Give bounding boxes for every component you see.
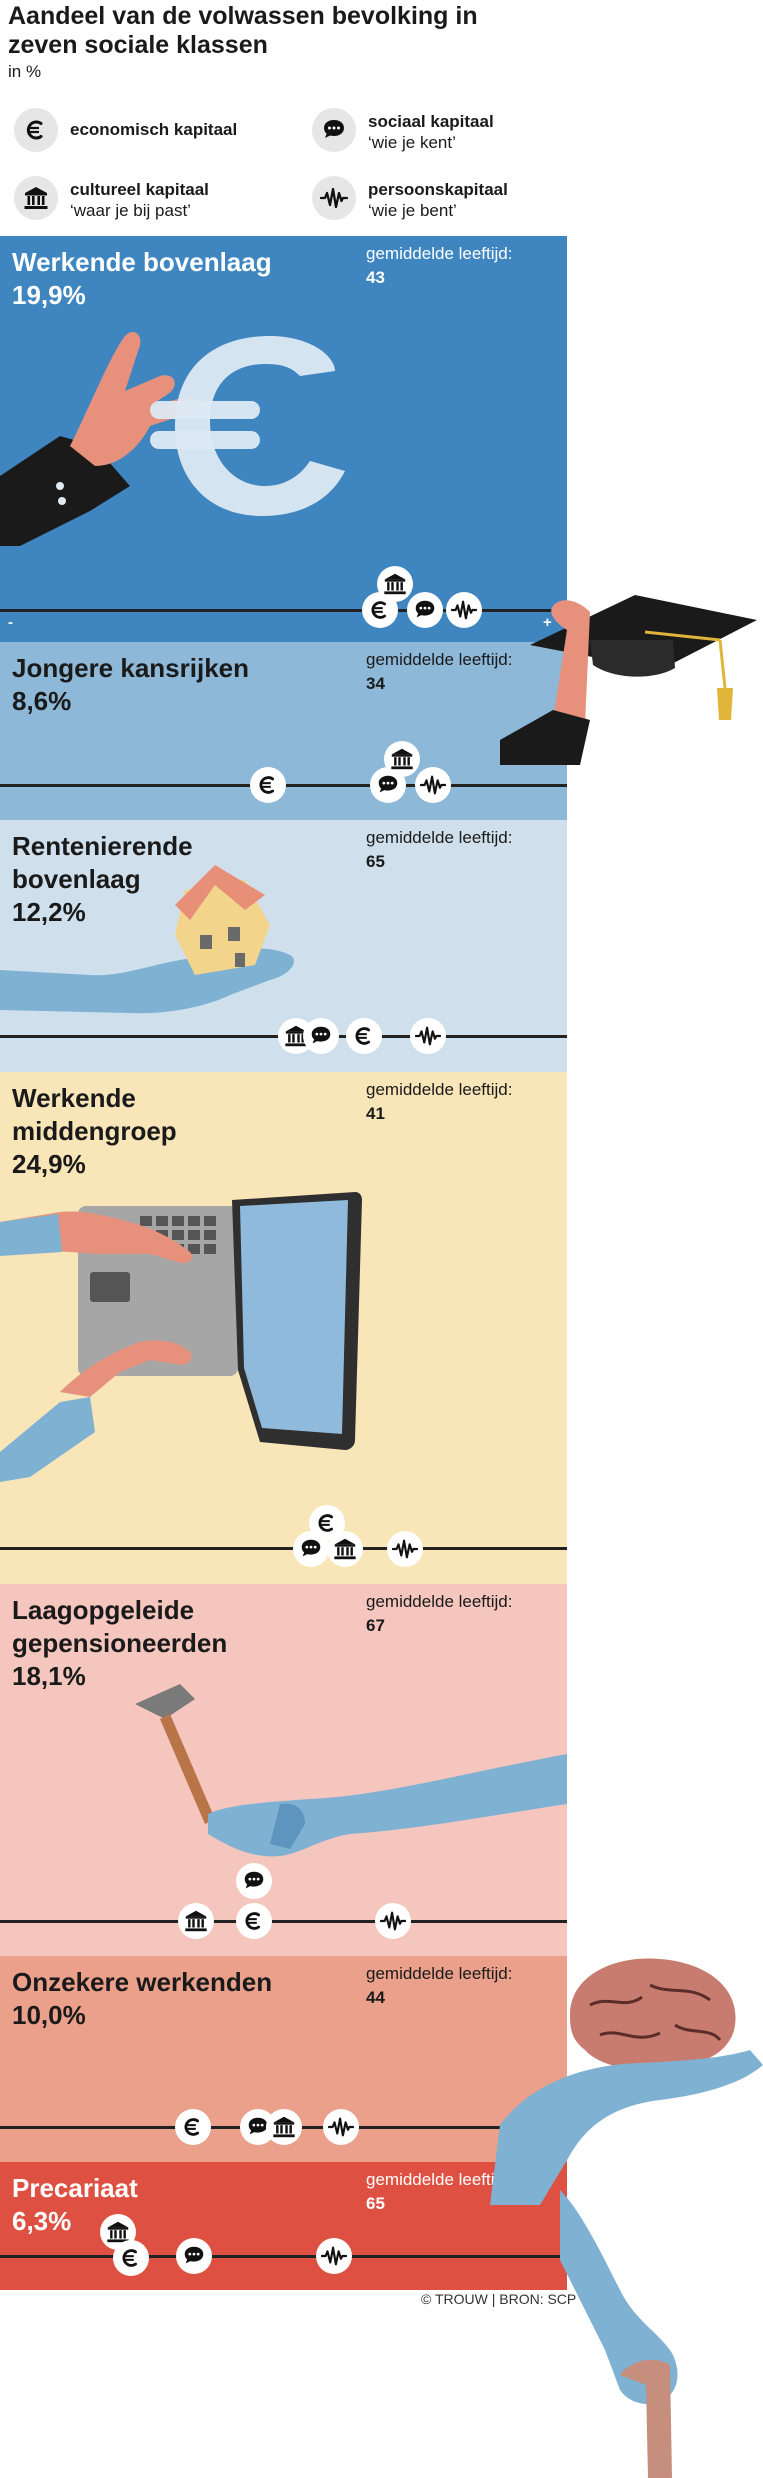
waveform-icon <box>312 176 356 220</box>
euro-icon <box>175 2109 211 2145</box>
class-name: Onzekere werkenden <box>12 1967 273 1997</box>
speech-bubble-icon <box>303 1018 339 1054</box>
legend-label: cultureel kapitaal <box>70 180 209 199</box>
museum-icon <box>327 1531 363 1567</box>
age-value: 67 <box>366 1616 385 1635</box>
class-share: 12,2% <box>12 897 86 927</box>
legend-sub: ‘wie je bent’ <box>368 201 457 220</box>
axis-max-label: + <box>543 614 552 631</box>
legend-item-cultureel: cultureel kapitaal ‘waar je bij past’ <box>14 176 314 226</box>
hand-with-house-illustration <box>0 865 294 1014</box>
class-name: Werkende <box>12 1083 136 1113</box>
museum-icon <box>266 2109 302 2145</box>
waveform-icon <box>410 1018 446 1054</box>
class-name: bovenlaag <box>12 864 141 894</box>
legend-item-persoons: persoonskapitaal ‘wie je bent’ <box>312 176 612 226</box>
capital-axis <box>0 2255 567 2258</box>
waveform-icon <box>316 2238 352 2274</box>
age-label: gemiddelde leeftijd: <box>366 1080 513 1099</box>
capital-axis <box>0 1547 567 1550</box>
class-share: 19,9% <box>12 280 86 310</box>
age-label: gemiddelde leeftijd: <box>366 2170 513 2189</box>
museum-icon <box>384 741 420 777</box>
waveform-icon <box>446 592 482 628</box>
class-band-jongere-kansrijken: Jongere kansrijken 8,6% gemiddelde leeft… <box>0 642 567 820</box>
unit-label: in % <box>8 62 42 81</box>
legend-label: sociaal kapitaal <box>368 112 494 131</box>
hand-holding-brain-illustration <box>490 1958 763 2205</box>
waveform-icon <box>323 2109 359 2145</box>
age-label: gemiddelde leeftijd: <box>366 1592 513 1611</box>
age-value: 41 <box>366 1104 385 1123</box>
age-value: 34 <box>366 674 385 693</box>
waveform-icon <box>387 1531 423 1567</box>
euro-icon <box>236 1903 272 1939</box>
laptop-typing-illustration <box>0 1192 362 1482</box>
class-share: 6,3% <box>12 2206 72 2236</box>
speech-bubble-icon <box>236 1863 272 1899</box>
age-value: 65 <box>366 852 385 871</box>
class-band-onzekere-werkenden: Onzekere werkenden 10,0% gemiddelde leef… <box>0 1956 567 2162</box>
axis-min-label: - <box>8 614 13 631</box>
source-credit: © TROUW | BRON: SCP <box>421 2291 577 2307</box>
class-band-werkende-bovenlaag: Werkende bovenlaag 19,9% gemiddelde leef… <box>0 236 567 642</box>
class-name: Rentenierende <box>12 831 193 861</box>
legend-item-economisch: economisch kapitaal <box>14 108 314 158</box>
hand-with-graduation-cap-illustration <box>500 595 757 765</box>
legend-label: economisch kapitaal <box>70 120 238 139</box>
speech-bubble-icon <box>407 592 443 628</box>
hand-with-cane-illustration <box>560 2190 678 2478</box>
hand-with-euro-illustration <box>0 331 345 546</box>
euro-icon <box>14 108 58 152</box>
age-label: gemiddelde leeftijd: <box>366 1964 513 1983</box>
waveform-icon <box>415 767 451 803</box>
class-name: Jongere kansrijken <box>12 653 249 683</box>
legend-sub: ‘wie je kent’ <box>368 133 456 152</box>
legend-item-sociaal: sociaal kapitaal ‘wie je kent’ <box>312 108 612 158</box>
age-value: 43 <box>366 268 385 287</box>
museum-icon <box>377 566 413 602</box>
euro-icon <box>113 2240 149 2276</box>
euro-icon <box>250 767 286 803</box>
class-name: Werkende bovenlaag <box>12 247 272 277</box>
class-name: Laagopgeleide <box>12 1595 195 1625</box>
age-value: 65 <box>366 2194 385 2213</box>
age-label: gemiddelde leeftijd: <box>366 828 513 847</box>
legend-label: persoonskapitaal <box>368 180 508 199</box>
class-band-precariaat: Precariaat 6,3% gemiddelde leeftijd: 65 <box>0 2162 567 2290</box>
class-share: 10,0% <box>12 2000 86 2030</box>
class-name: gepensioneerden <box>12 1628 228 1658</box>
class-name: Precariaat <box>12 2173 138 2203</box>
speech-bubble-icon <box>312 108 356 152</box>
class-band-rentenierende-bovenlaag: Rentenierende bovenlaag 12,2% gemiddelde… <box>0 820 567 1072</box>
museum-icon <box>14 176 58 220</box>
capital-axis <box>0 609 567 612</box>
class-band-werkende-middengroep: Werkende middengroep 24,9% gemiddelde le… <box>0 1072 567 1584</box>
class-share: 18,1% <box>12 1661 86 1691</box>
euro-icon <box>346 1018 382 1054</box>
age-value: 44 <box>366 1988 385 2007</box>
hand-with-hammer-illustration <box>135 1684 567 1857</box>
speech-bubble-icon <box>176 2238 212 2274</box>
class-band-laagopgeleide-gepensioneerden: Laagopgeleide gepensioneerden 18,1% gemi… <box>0 1584 567 1956</box>
chart-title: Aandeel van de volwassen bevolking in ze… <box>8 2 478 59</box>
age-label: gemiddelde leeftijd: <box>366 650 513 669</box>
waveform-icon <box>375 1903 411 1939</box>
age-label: gemiddelde leeftijd: <box>366 244 513 263</box>
class-name: middengroep <box>12 1116 177 1146</box>
museum-icon <box>178 1903 214 1939</box>
class-share: 8,6% <box>12 686 72 716</box>
class-share: 24,9% <box>12 1149 86 1179</box>
legend-sub: ‘waar je bij past’ <box>70 201 191 220</box>
capital-axis <box>0 1920 567 1923</box>
